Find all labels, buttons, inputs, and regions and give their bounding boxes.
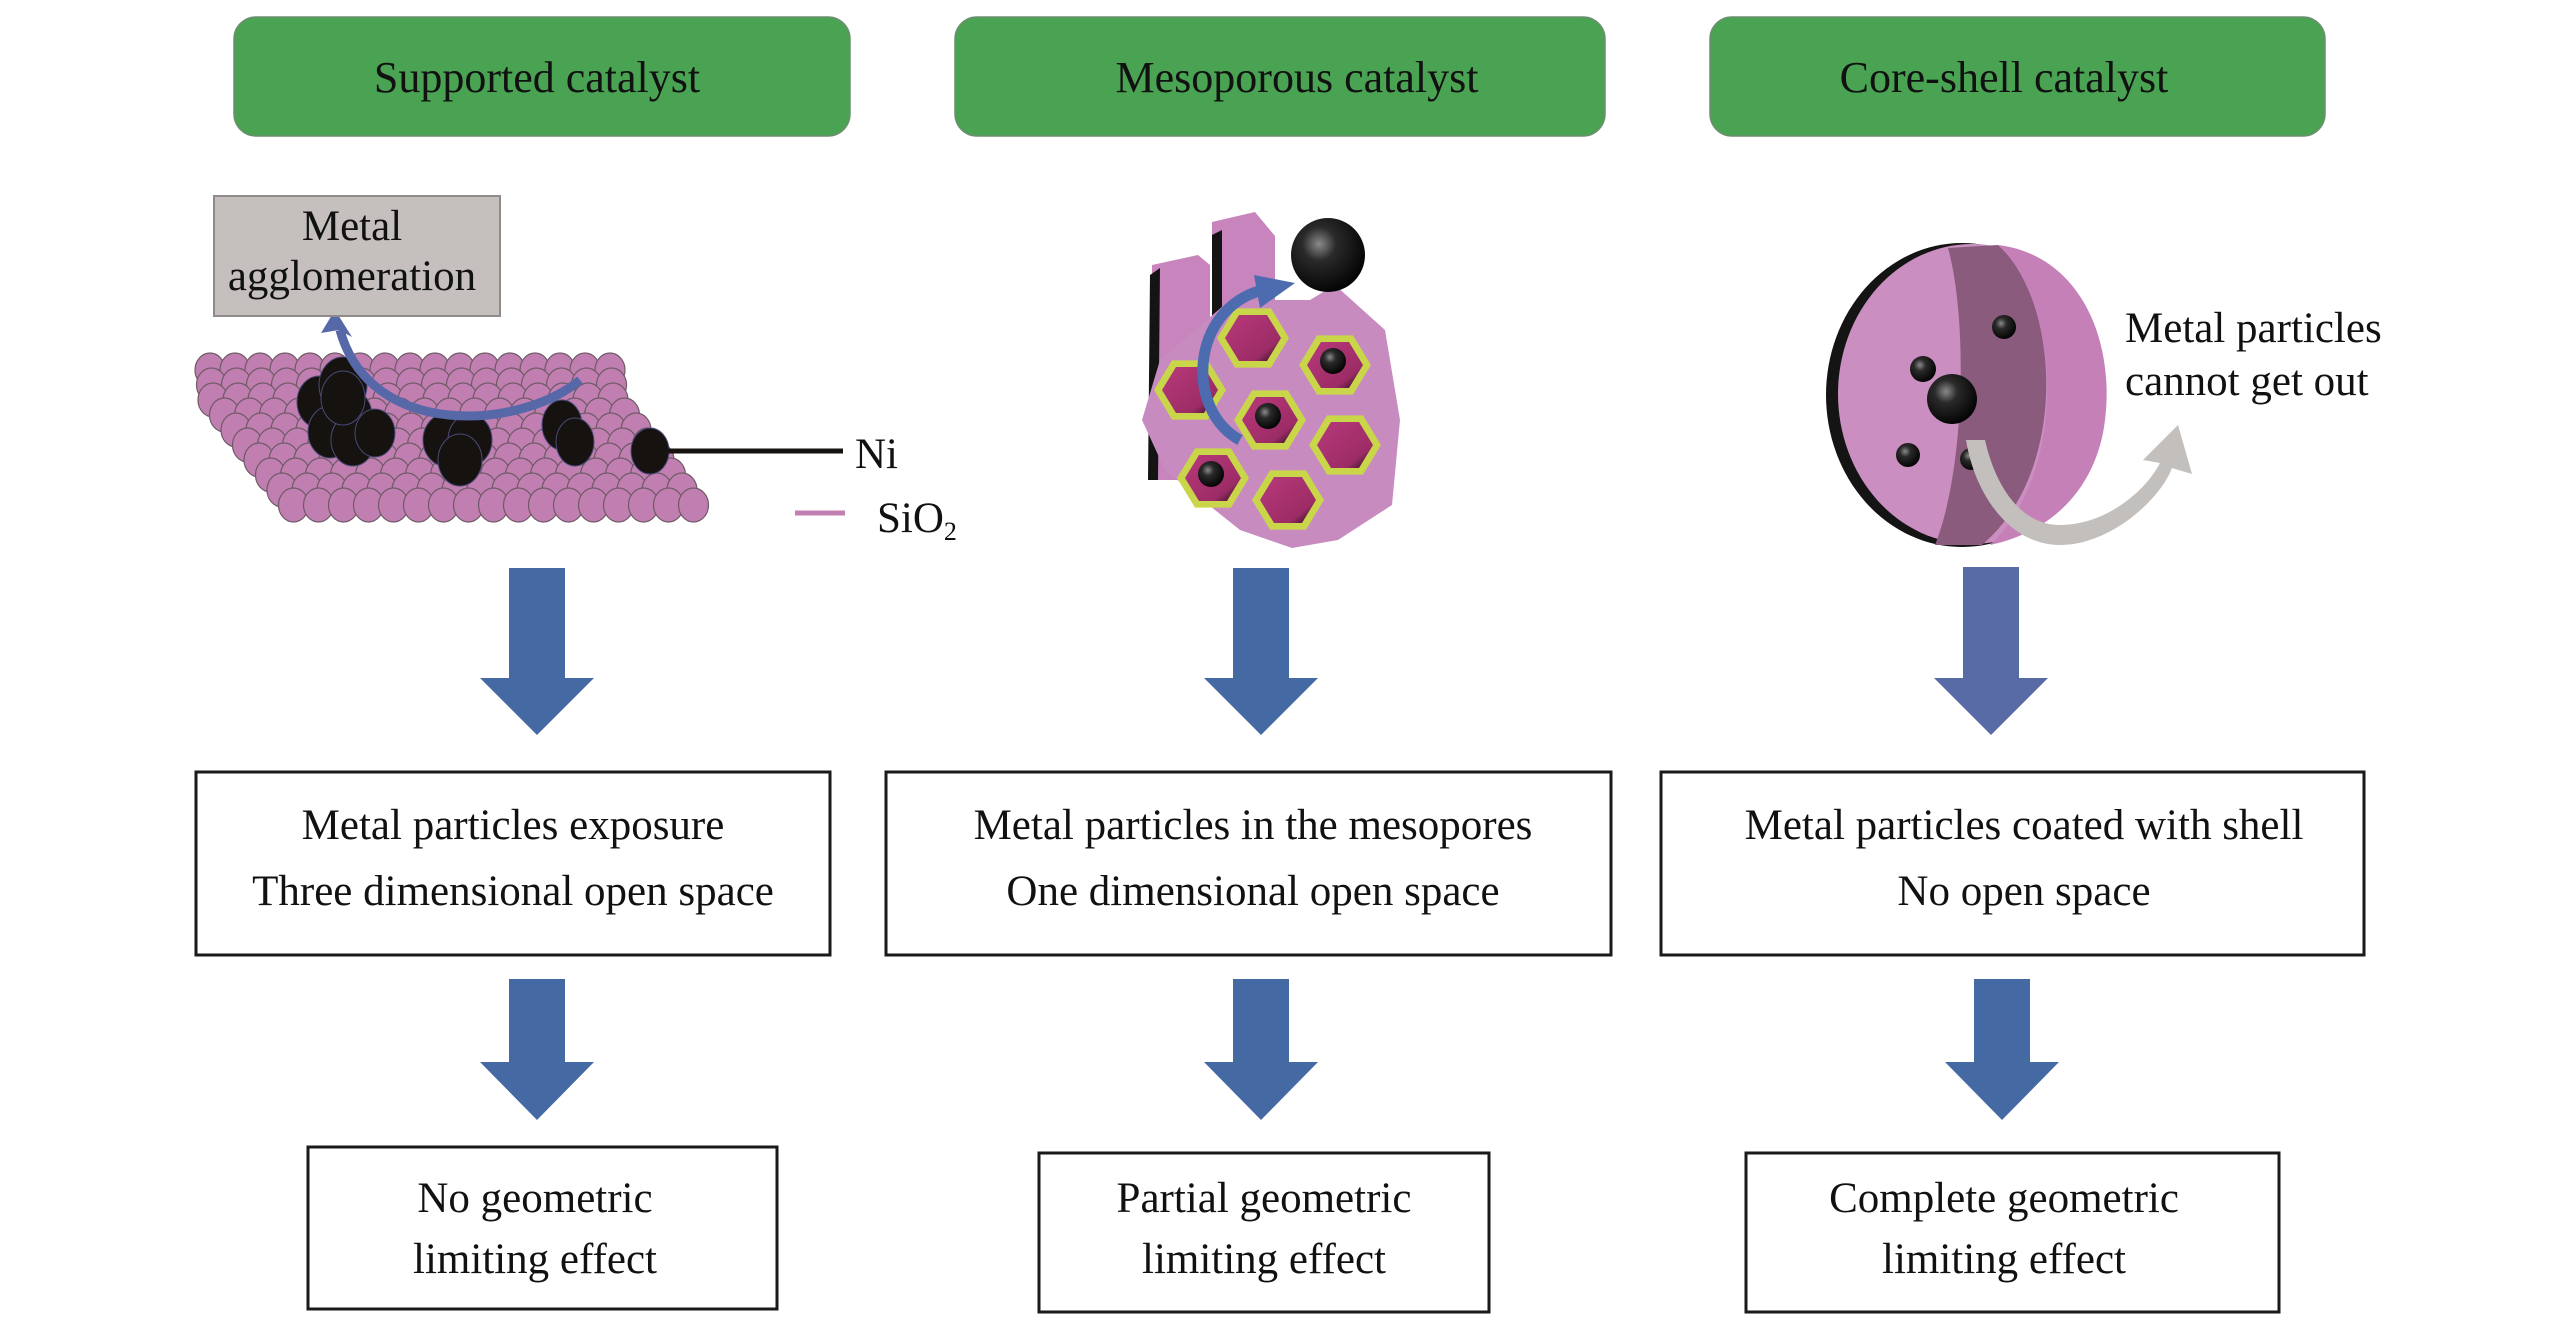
metal-particle-in-pore (1198, 461, 1224, 487)
callout-line-2: agglomeration (228, 253, 476, 300)
header-title: Supported catalyst (374, 53, 700, 102)
effect-box-mesoporous: Partial geometric limiting effect (1037, 1151, 1491, 1314)
agglomeration-arrow (335, 328, 583, 421)
flow-arrows-row-2 (480, 979, 2059, 1120)
blocked-escape-arrow (1966, 425, 2192, 545)
header-core-shell-catalyst: Core-shell catalyst (1709, 16, 2326, 137)
metal-particle-escaped (1291, 218, 1365, 292)
core-shell-callout-line-1: Metal particles (2125, 305, 2382, 352)
header-title: Core-shell catalyst (1840, 53, 2169, 102)
core-metal-particles (1896, 315, 2016, 470)
effect-box (306, 1145, 779, 1311)
header-supported-catalyst: Supported catalyst (233, 16, 851, 137)
effect-box (1744, 1151, 2281, 1314)
mesopore-escape-arrow (1197, 284, 1264, 445)
description-box (194, 770, 832, 957)
metal-particle (1992, 315, 2016, 339)
silica-sphere (677, 487, 710, 523)
effect-line-2: limiting effect (1882, 1236, 2126, 1283)
header-title: Mesoporous catalyst (1116, 53, 1479, 102)
core-shell-callout-line-2: cannot get out (2125, 358, 2369, 405)
metal-particle (1896, 443, 1920, 467)
mesopore-column-side-shadow (1212, 230, 1222, 330)
mesoporous-catalyst-illustration (1142, 212, 1400, 548)
header-box (1709, 16, 2326, 137)
effect-line-2: limiting effect (1142, 1236, 1386, 1283)
effect-box-supported: No geometric limiting effect (306, 1145, 779, 1311)
header-mesoporous-catalyst: Mesoporous catalyst (954, 16, 1606, 137)
mesopore-channel (1252, 470, 1324, 530)
mesopore-channel (1234, 390, 1306, 450)
description-line-1: Metal particles in the mesopores (974, 802, 1533, 849)
ni-label: Ni (855, 431, 898, 478)
mesopore-channel (1177, 448, 1249, 508)
mesopore-escape-arrow-head (1254, 275, 1295, 308)
ni-cluster-medium (422, 413, 493, 487)
flow-arrows-row-1 (480, 567, 2048, 735)
mesopore-channel (1299, 335, 1371, 395)
metal-particle-center (1927, 374, 1977, 424)
sio2-label: SiO2 (877, 495, 957, 546)
down-arrow-icon (1204, 568, 1318, 735)
description-line-2: Three dimensional open space (252, 868, 774, 915)
core-shell-catalyst-illustration: Metal particles cannot get out (1826, 243, 2382, 547)
metal-agglomeration-callout: Metal agglomeration (213, 195, 501, 317)
sio2-label-main: SiO (877, 495, 944, 542)
effect-line-1: Complete geometric (1829, 1175, 2179, 1222)
description-line-2: One dimensional open space (1006, 868, 1499, 915)
pore-opening (1260, 477, 1316, 523)
metal-particle (1910, 356, 1936, 382)
sio2-label-subscript: 2 (944, 517, 957, 546)
ni-single-particle (630, 427, 670, 475)
callout-line-1: Metal (302, 203, 402, 250)
header-box (954, 16, 1606, 137)
pore-opening (1225, 315, 1281, 361)
mesopore-channel (1309, 415, 1381, 475)
callout-box (213, 195, 501, 317)
down-arrow-icon (1934, 567, 2048, 735)
description-line-1: Metal particles coated with shell (1745, 802, 2304, 849)
description-box-supported: Metal particles exposure Three dimension… (194, 770, 832, 957)
description-line-2: No open space (1897, 868, 2150, 915)
effect-line-1: Partial geometric (1117, 1175, 1412, 1222)
mesopore-channel (1217, 308, 1289, 368)
metal-particle-in-pore (1255, 403, 1281, 429)
description-line-1: Metal particles exposure (302, 802, 725, 849)
shell-cut-face (1935, 245, 2047, 545)
description-box (1659, 770, 2366, 957)
effect-box (1037, 1151, 1491, 1314)
effect-box-core-shell: Complete geometric limiting effect (1744, 1151, 2281, 1314)
shell-rim (1990, 245, 2107, 545)
header-box (233, 16, 851, 137)
pore-opening (1317, 422, 1373, 468)
down-arrow-icon (1945, 979, 2059, 1120)
effect-line-2: limiting effect (413, 1236, 657, 1283)
mesopore-channels (1154, 308, 1381, 530)
metal-particle-in-pore (1320, 348, 1346, 374)
description-box (884, 770, 1613, 957)
agglomeration-arrow-head (321, 310, 352, 337)
down-arrow-icon (1204, 979, 1318, 1120)
description-box-mesoporous: Metal particles in the mesopores One dim… (884, 770, 1613, 957)
supported-catalyst-illustration: Metal agglomeration Ni SiO2 (194, 195, 957, 546)
effect-line-1: No geometric (417, 1175, 652, 1222)
description-box-core-shell: Metal particles coated with shell No ope… (1659, 770, 2366, 957)
down-arrow-icon (480, 568, 594, 735)
down-arrow-icon (480, 979, 594, 1120)
ni-cluster-small (541, 399, 595, 467)
